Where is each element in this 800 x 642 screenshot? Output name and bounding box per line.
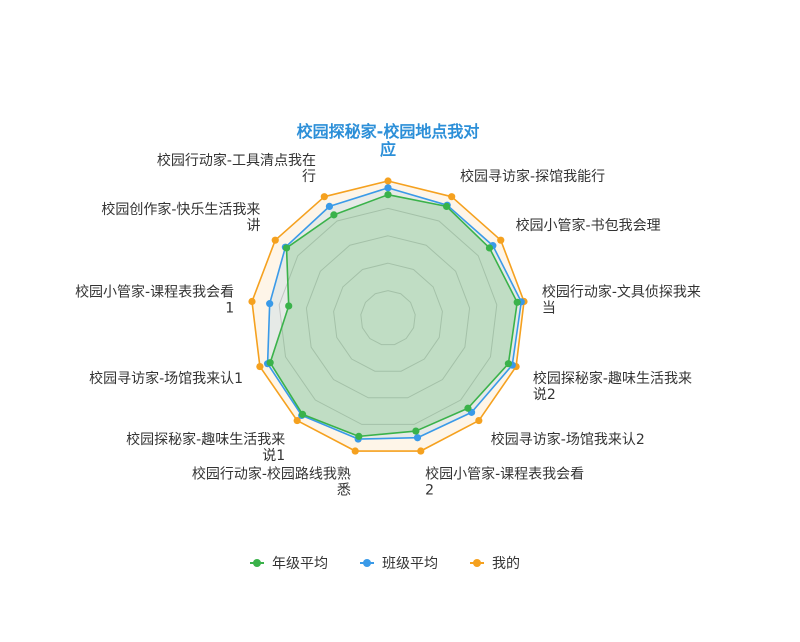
series-point bbox=[384, 184, 392, 192]
legend-item[interactable]: 年级平均 bbox=[250, 556, 328, 572]
axis-label-line: 校园小管家-课程表我会看 bbox=[75, 283, 234, 300]
axis-label: 校园寻访家-探馆我能行 bbox=[460, 168, 605, 185]
series-point bbox=[513, 298, 521, 306]
series-point bbox=[442, 202, 451, 210]
series-point bbox=[282, 244, 291, 252]
series-point bbox=[299, 410, 307, 418]
axis-label-line: 校园寻访家-场馆我来认1 bbox=[89, 370, 243, 387]
legend-label: 年级平均 bbox=[272, 556, 328, 572]
radar-grid-ring bbox=[278, 207, 498, 425]
radar-grid-ring bbox=[360, 290, 416, 346]
series-0 bbox=[269, 193, 519, 438]
axis-label-line: 校园小管家-课程表我会看 bbox=[425, 465, 584, 482]
series-point bbox=[256, 362, 264, 371]
axis-label-line: 校园寻访家-场馆我来认2 bbox=[491, 431, 645, 448]
chart-title-line: 校园探秘家-校园地点我对 bbox=[297, 122, 480, 141]
series-point bbox=[351, 447, 359, 455]
axis-label-line: 校园行动家-校园路线我熟 bbox=[192, 465, 351, 482]
axis-label-line: 行 bbox=[302, 169, 316, 185]
series-point bbox=[417, 447, 425, 455]
legend-swatch-dot bbox=[253, 559, 261, 567]
legend-swatch-dot bbox=[363, 559, 371, 567]
axis-label: 校园行动家-工具清点我在行 bbox=[157, 152, 316, 185]
series-point bbox=[384, 191, 392, 199]
series-point bbox=[320, 193, 328, 201]
series-point bbox=[266, 359, 274, 367]
series-point bbox=[330, 211, 338, 219]
radar-grid-ring bbox=[333, 262, 443, 372]
axis-label-line: 说1 bbox=[262, 448, 285, 464]
series-point bbox=[412, 427, 420, 435]
series-point bbox=[485, 244, 494, 252]
series-point bbox=[248, 297, 256, 306]
axis-label-line: 校园创作家-快乐生活我来 bbox=[101, 201, 260, 218]
series-point bbox=[413, 434, 422, 442]
series-point bbox=[271, 236, 279, 244]
axis-label-line: 校园寻访家-探馆我能行 bbox=[460, 168, 605, 185]
axis-label: 校园创作家-快乐生活我来讲 bbox=[101, 201, 260, 234]
axis-label-line: 说2 bbox=[533, 387, 556, 403]
axis-label-line: 当 bbox=[542, 300, 556, 316]
series-area bbox=[269, 193, 519, 438]
series-point bbox=[504, 360, 513, 368]
legend: 年级平均 班级平均 我的 bbox=[250, 556, 520, 572]
series-1 bbox=[266, 187, 523, 440]
legend-label: 班级平均 bbox=[382, 556, 438, 572]
axis-label-line: 2 bbox=[425, 482, 434, 498]
series-point bbox=[285, 302, 293, 310]
series-point bbox=[266, 300, 274, 308]
series-point bbox=[497, 236, 505, 244]
axis-label: 校园行动家-文具侦探我来当 bbox=[542, 283, 701, 316]
axis-label-line: 1 bbox=[225, 300, 234, 316]
axis-label-line: 校园行动家-工具清点我在 bbox=[157, 152, 316, 169]
series-point bbox=[355, 432, 363, 440]
series-area bbox=[266, 187, 523, 440]
axis-label: 校园小管家-书包我会理 bbox=[516, 217, 661, 234]
series-point bbox=[448, 193, 456, 201]
series-point bbox=[464, 404, 472, 412]
series-point bbox=[293, 416, 301, 425]
series-point bbox=[384, 177, 392, 185]
axis-label-line: 讲 bbox=[246, 218, 260, 234]
axis-label-line: 悉 bbox=[337, 482, 351, 498]
axis-label: 校园探秘家-趣味生活我来说2 bbox=[533, 370, 692, 403]
axis-label-line: 校园行动家-文具侦探我来 bbox=[542, 283, 701, 300]
chart-title-line: 应 bbox=[380, 140, 396, 159]
series-point bbox=[325, 202, 334, 210]
legend-item[interactable]: 我的 bbox=[470, 556, 520, 572]
legend-swatch-dot bbox=[473, 559, 481, 567]
series-area bbox=[251, 180, 525, 452]
axis-label: 校园寻访家-场馆我来认2 bbox=[491, 431, 645, 448]
series-point bbox=[475, 416, 483, 425]
axis-label: 校园寻访家-场馆我来认1 bbox=[89, 370, 243, 387]
axis-label: 校园探秘家-趣味生活我来说1 bbox=[126, 431, 285, 464]
legend-item[interactable]: 班级平均 bbox=[360, 556, 438, 572]
axis-label: 校园行动家-校园路线我熟悉 bbox=[192, 465, 351, 498]
axis-label-line: 校园探秘家-趣味生活我来 bbox=[533, 370, 692, 387]
chart-title: 校园探秘家-校园地点我对应 bbox=[297, 122, 480, 159]
axis-label-line: 校园小管家-书包我会理 bbox=[516, 217, 661, 234]
axis-label-line: 校园探秘家-趣味生活我来 bbox=[126, 431, 285, 448]
radar-grid-ring bbox=[305, 235, 471, 399]
series-2 bbox=[251, 180, 525, 452]
legend-label: 我的 bbox=[492, 556, 520, 572]
